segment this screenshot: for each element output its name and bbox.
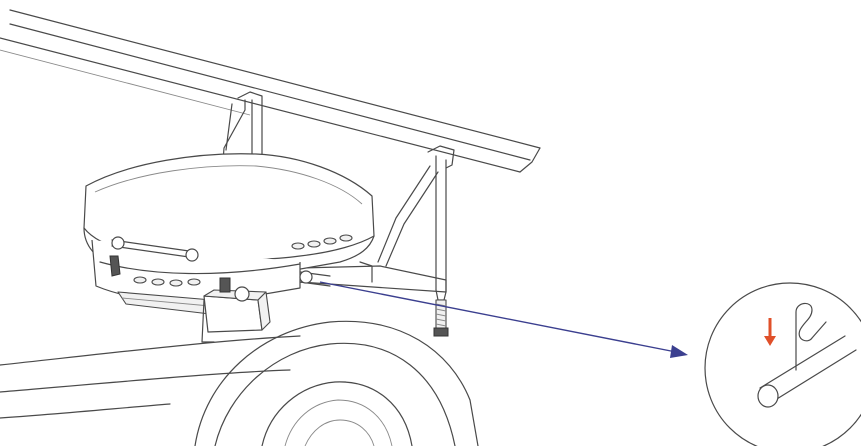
detail-callout (704, 282, 861, 446)
regulator (201, 277, 271, 343)
threaded-bolt (433, 299, 449, 337)
vehicle-body (0, 320, 479, 446)
clip-pin-icon (795, 302, 827, 371)
down-arrow-icon (764, 318, 776, 346)
roof-rail (0, 9, 541, 173)
mounting-bracket (221, 91, 455, 337)
pointer-arrow (319, 281, 688, 358)
grill-icon (83, 153, 375, 315)
